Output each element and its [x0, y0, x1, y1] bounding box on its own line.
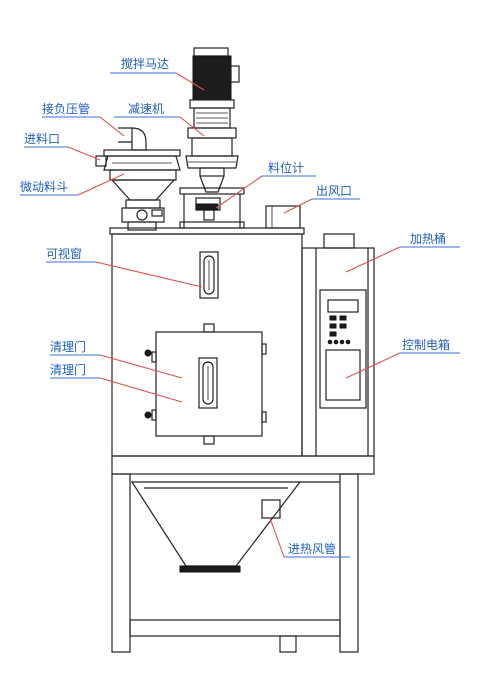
label-stirring-motor: 搅拌马达 — [121, 57, 170, 71]
motor — [189, 47, 240, 109]
label-clean-door-2: 清理门 — [50, 363, 87, 377]
air-outlet — [265, 205, 301, 229]
label-heating-barrel: 加热桶 — [410, 232, 447, 246]
label-hot-air-pipe: 进热风管 — [288, 542, 337, 556]
label-air-outlet: 出风口 — [316, 184, 353, 198]
top-support — [179, 187, 245, 229]
control-box — [319, 289, 367, 409]
sight-window — [199, 251, 219, 299]
label-micro-hopper: 微动料斗 — [20, 180, 69, 194]
cleaning-door — [144, 323, 267, 445]
heating-barrel — [301, 233, 375, 457]
label-pressure-pipe: 接负压管 — [42, 102, 91, 116]
label-feed-inlet: 进料口 — [24, 132, 61, 146]
label-reducer: 减速机 — [128, 102, 165, 116]
reducer — [185, 107, 239, 193]
hopper — [95, 127, 181, 231]
base-frame — [111, 455, 375, 653]
label-level-gauge: 料位计 — [268, 161, 305, 175]
label-control-box: 控制电箱 — [402, 338, 451, 352]
top-plate — [109, 227, 305, 235]
label-clean-door-1: 清理门 — [50, 340, 87, 354]
leader-lines — [20, 72, 460, 558]
main-cabinet — [111, 233, 303, 457]
label-sight-window: 可视窗 — [46, 247, 83, 261]
